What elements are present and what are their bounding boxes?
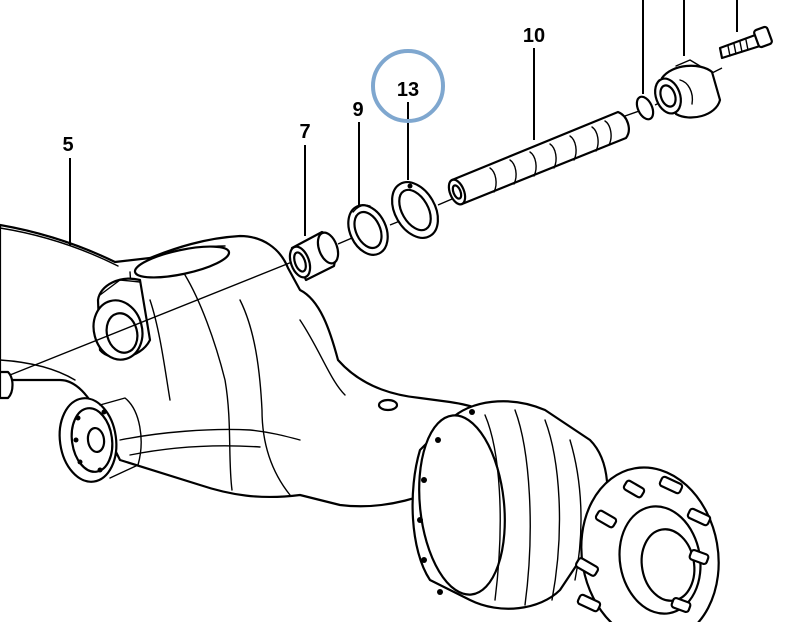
bearing-cover [654,59,722,119]
wheel-hub [411,400,720,622]
pinion-flange [58,397,142,483]
o-ring [635,95,655,121]
callout-13-highlight-circle [371,49,445,123]
callout-leaders [69,48,535,246]
part-10-kingpin [447,110,630,206]
part-9-seal [347,204,389,256]
callout-9: 9 [352,99,363,121]
callout-13: 13 [397,79,419,101]
callout-7: 7 [299,121,310,143]
part-7-bushing [288,230,340,282]
callout-10: 10 [523,25,545,47]
housing-tab [0,370,14,400]
cover-bolt [718,25,773,60]
top-leaders [642,0,738,94]
kingpin-bore [92,277,152,361]
wheel-studs [574,475,712,614]
callout-5: 5 [62,134,73,156]
part-13-shim [390,181,440,239]
